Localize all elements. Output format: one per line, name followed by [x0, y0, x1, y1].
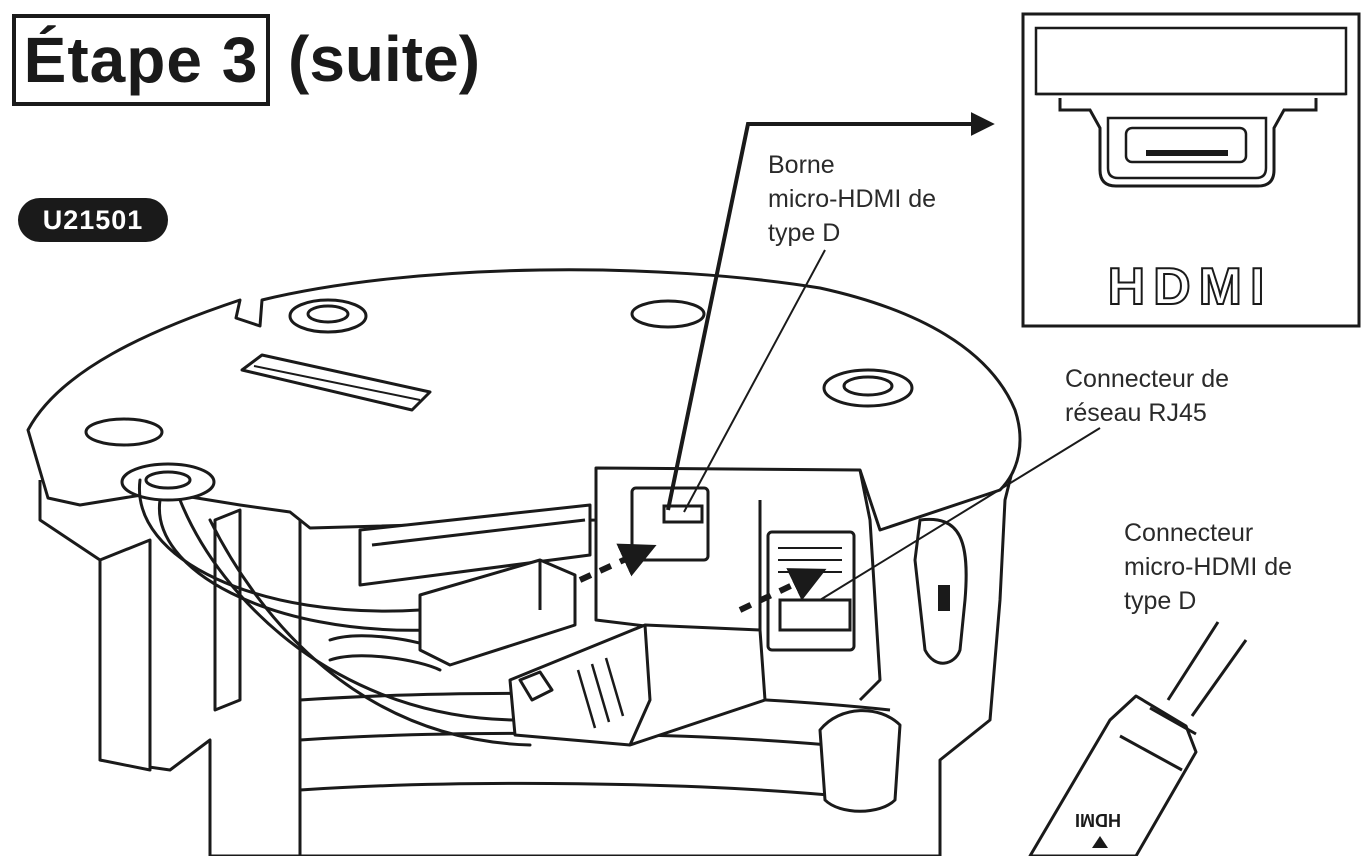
hdmi-socket [630, 486, 710, 562]
model-badge: U21501 [18, 198, 168, 242]
callout-line: Connecteur [1124, 519, 1254, 547]
callout-line: type D [768, 219, 841, 247]
step-title: Étape 3 [12, 14, 270, 106]
callout-line: micro-HDMI de [768, 185, 937, 213]
callout-leaders [683, 249, 1101, 601]
camera-base [26, 268, 1022, 856]
hdmi-cable: HDMI [1028, 621, 1248, 856]
hdmi-detail-inset: HDMI [1021, 12, 1361, 328]
step-suffix: (suite) [288, 23, 480, 95]
callout-hdmi-cable-connector: Connecteur micro-HDMI de type D [1124, 516, 1292, 618]
hdmi-logo: HDMI [1108, 258, 1273, 316]
rj45-plug [508, 623, 767, 747]
callout-line: Connecteur de [1065, 365, 1230, 393]
callout-hdmi-terminal: Borne micro-HDMI de type D [768, 148, 936, 250]
camera-cables [138, 478, 532, 747]
detail-arrow [666, 112, 995, 511]
cable-plug-label: HDMI [1075, 810, 1121, 830]
callout-line: micro-HDMI de [1124, 553, 1293, 581]
callout-rj45-connector: Connecteur de réseau RJ45 [1065, 362, 1229, 430]
callout-line: Borne [768, 151, 835, 179]
callout-line: type D [1124, 587, 1197, 615]
internal-hdmi-plug [418, 558, 577, 667]
insertion-arrows [578, 543, 827, 613]
callout-line: réseau RJ45 [1065, 399, 1207, 427]
